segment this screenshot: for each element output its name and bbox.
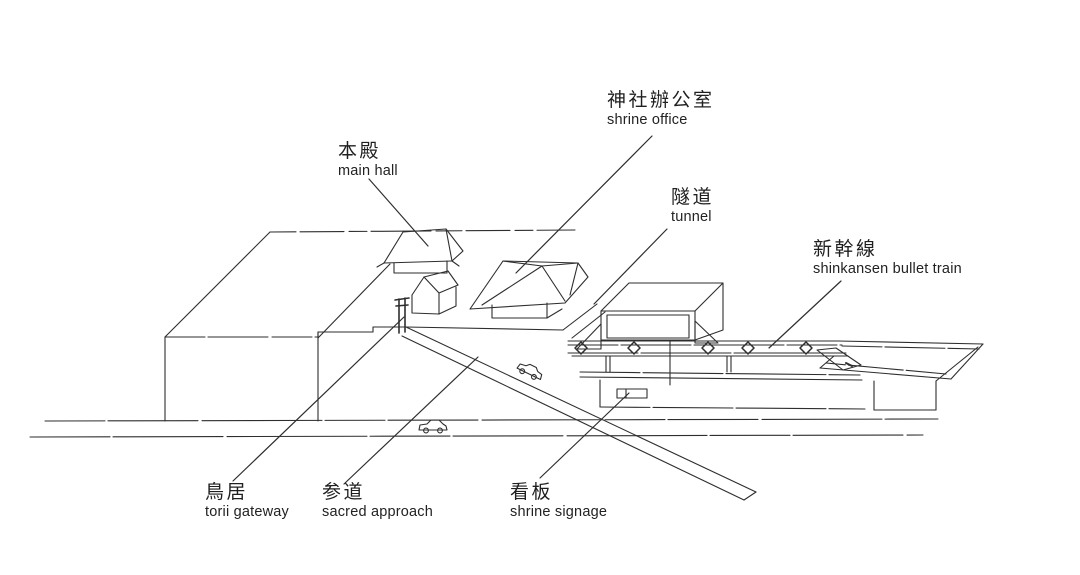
main-hall-building bbox=[376, 228, 464, 274]
label-shinkansen-en: shinkansen bullet train bbox=[813, 261, 962, 278]
label-tunnel-cjk: 隧道 bbox=[671, 187, 715, 208]
label-approach-cjk: 参道 bbox=[322, 482, 366, 503]
catenary-markers bbox=[574, 341, 813, 355]
approach-ramp bbox=[401, 326, 757, 501]
label-main-hall: 本殿 main hall bbox=[338, 141, 398, 180]
railway-track bbox=[567, 340, 866, 410]
label-shinkansen-cjk: 新幹線 bbox=[813, 239, 878, 260]
label-main-hall-cjk: 本殿 bbox=[338, 141, 382, 162]
car-on-approach bbox=[516, 363, 543, 381]
label-tunnel-en: tunnel bbox=[671, 209, 712, 226]
hill-mass bbox=[164, 229, 606, 422]
label-main-hall-en: main hall bbox=[338, 163, 398, 180]
label-signage-cjk: 看板 bbox=[510, 482, 554, 503]
label-shrine-office-cjk: 神社辦公室 bbox=[607, 90, 715, 111]
ground-lines bbox=[29, 418, 939, 438]
label-signage: 看板 shrine signage bbox=[510, 482, 607, 521]
torii-gateway bbox=[394, 297, 410, 334]
label-shrine-office-en: shrine office bbox=[607, 112, 688, 129]
leader-shrine-office bbox=[515, 135, 653, 274]
leader-lines bbox=[232, 135, 842, 485]
tunnel-portal bbox=[576, 282, 724, 350]
small-pavilion bbox=[411, 270, 459, 315]
leader-tunnel bbox=[593, 228, 668, 305]
shrine-office-building bbox=[469, 260, 589, 319]
label-torii: 鳥居 torii gateway bbox=[205, 482, 289, 521]
elevated-deck bbox=[819, 340, 984, 380]
leader-approach bbox=[343, 356, 479, 485]
label-approach-en: sacred approach bbox=[322, 504, 434, 521]
label-tunnel: 隧道 tunnel bbox=[671, 187, 714, 226]
label-shinkansen: 新幹線 shinkansen bullet train bbox=[813, 239, 962, 278]
shinkansen-train bbox=[816, 347, 862, 371]
label-shrine-office: 神社辦公室 shrine office bbox=[607, 90, 715, 129]
leader-torii bbox=[232, 316, 405, 482]
label-signage-en: shrine signage bbox=[510, 504, 608, 521]
leader-main-hall bbox=[368, 178, 429, 247]
support-pier bbox=[873, 346, 979, 411]
leader-signage bbox=[539, 392, 630, 479]
car-on-street bbox=[418, 419, 448, 434]
label-torii-en: torii gateway bbox=[205, 504, 289, 521]
shrine-signboard bbox=[616, 388, 648, 399]
label-approach: 参道 sacred approach bbox=[322, 482, 433, 521]
label-torii-cjk: 鳥居 bbox=[205, 482, 249, 503]
leader-shinkansen bbox=[768, 280, 842, 349]
